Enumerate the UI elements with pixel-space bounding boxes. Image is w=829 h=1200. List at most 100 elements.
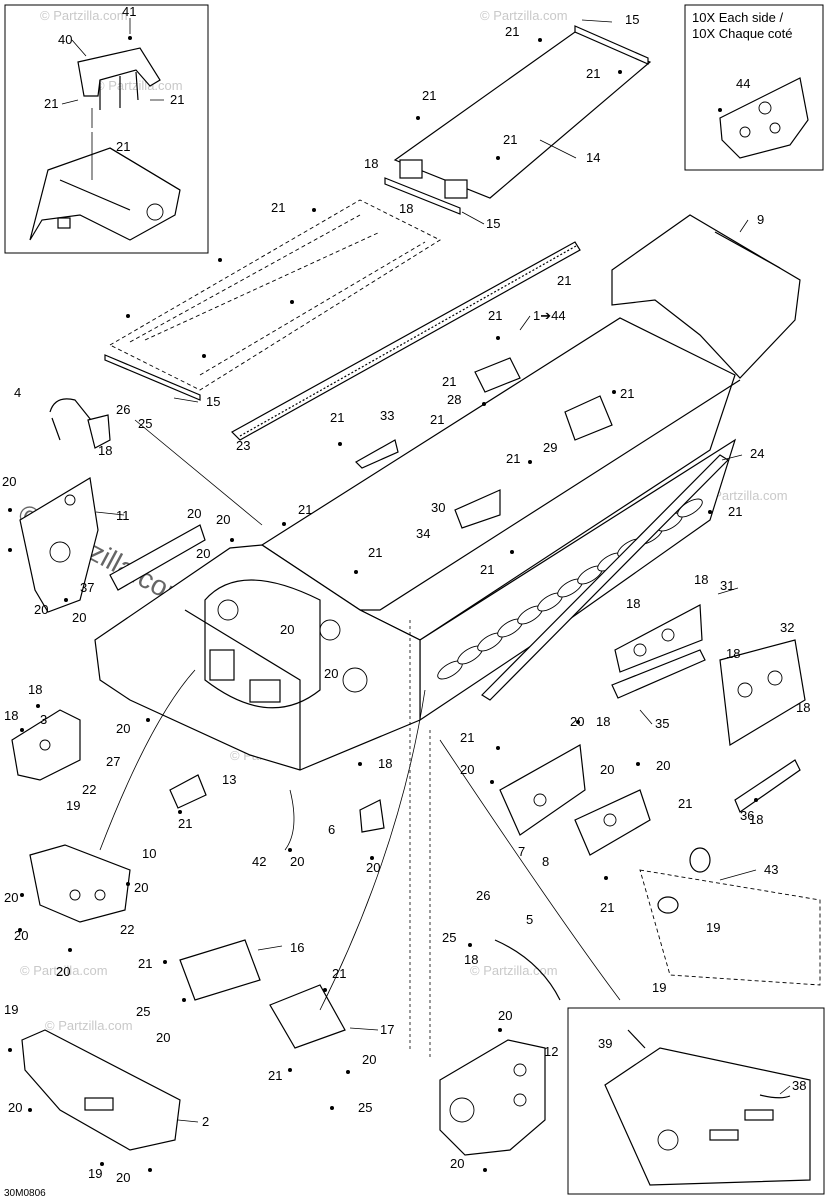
label-21: 21 bbox=[442, 374, 456, 389]
label-18: 18 bbox=[98, 443, 112, 458]
callout-note-line-1: 10X Each side / bbox=[692, 10, 783, 25]
label-20: 20 bbox=[450, 1156, 464, 1171]
label-21: 21 bbox=[620, 386, 634, 401]
label-21: 21 bbox=[557, 273, 571, 288]
part-7-bracket bbox=[499, 744, 586, 836]
part-24-rail bbox=[481, 454, 729, 701]
label-7: 7 bbox=[518, 844, 525, 859]
label-20: 20 bbox=[156, 1030, 170, 1045]
label-25: 25 bbox=[358, 1100, 372, 1115]
label-23: 23 bbox=[236, 438, 250, 453]
label-12: 12 bbox=[544, 1044, 558, 1059]
label-38: 38 bbox=[792, 1078, 806, 1093]
part-39-screw bbox=[627, 1029, 646, 1049]
label-20: 20 bbox=[498, 1008, 512, 1023]
part-15-strip-bottom bbox=[104, 354, 201, 401]
label-21: 21 bbox=[506, 451, 520, 466]
part-2-plate bbox=[21, 1029, 181, 1151]
label-43: 43 bbox=[764, 862, 778, 877]
part-36-channel bbox=[734, 759, 801, 813]
label-21: 21 bbox=[503, 132, 517, 147]
part-44-plate bbox=[719, 77, 809, 159]
label-20: 20 bbox=[134, 880, 148, 895]
label-18: 18 bbox=[694, 572, 708, 587]
leader-lines bbox=[61, 18, 791, 1123]
label-21: 21 bbox=[271, 200, 285, 215]
label-36: 36 bbox=[740, 808, 754, 823]
label-22: 22 bbox=[120, 922, 134, 937]
label-42: 42 bbox=[252, 854, 266, 869]
part-14-seat-base bbox=[393, 31, 652, 199]
label-18: 18 bbox=[464, 952, 478, 967]
label-29: 29 bbox=[543, 440, 557, 455]
part-40-bracket bbox=[77, 47, 161, 110]
part-5-cable bbox=[494, 939, 561, 1001]
label-18: 18 bbox=[399, 201, 413, 216]
label-18: 18 bbox=[796, 700, 810, 715]
part-6-bracket bbox=[359, 799, 385, 833]
part-34-bracket bbox=[454, 489, 501, 529]
curve-lead bbox=[439, 739, 621, 1001]
part-31-bracket bbox=[614, 604, 703, 673]
curve-lead bbox=[99, 669, 196, 851]
label-19: 19 bbox=[4, 1002, 18, 1017]
part-3-mount bbox=[11, 709, 81, 781]
label-28: 28 bbox=[447, 392, 461, 407]
part-12-plate bbox=[439, 1039, 546, 1156]
watermark-text: © Partzilla.com bbox=[20, 963, 108, 978]
label-21: 21 bbox=[678, 796, 692, 811]
curve-lead bbox=[319, 689, 426, 1011]
label-18: 18 bbox=[596, 714, 610, 729]
label-15: 15 bbox=[486, 216, 500, 231]
label-21: 21 bbox=[488, 308, 502, 323]
watermark-text: © Partzilla.com bbox=[40, 8, 128, 23]
label-26: 26 bbox=[116, 402, 130, 417]
part-13-bracket bbox=[169, 774, 207, 809]
label-32: 32 bbox=[780, 620, 794, 635]
label-21: 21 bbox=[430, 412, 444, 427]
label-6: 6 bbox=[328, 822, 335, 837]
label-21: 21 bbox=[480, 562, 494, 577]
inset-tunnel-detail bbox=[604, 1047, 811, 1186]
phantom-seat-frame bbox=[109, 199, 441, 391]
part-10-plate bbox=[29, 844, 131, 923]
label-15: 15 bbox=[206, 394, 220, 409]
part-17-bracket bbox=[269, 984, 346, 1049]
label-37: 37 bbox=[80, 580, 94, 595]
label-33: 33 bbox=[380, 408, 394, 423]
label-20: 20 bbox=[366, 860, 380, 875]
label-3: 3 bbox=[40, 712, 47, 727]
part-43-pan bbox=[639, 847, 821, 986]
label-15: 15 bbox=[625, 12, 639, 27]
part-29-bracket bbox=[564, 395, 613, 441]
watermark-text: © Partzilla.com bbox=[480, 8, 568, 23]
label-31: 31 bbox=[720, 578, 734, 593]
label-26: 26 bbox=[476, 888, 490, 903]
label-25: 25 bbox=[136, 1004, 150, 1019]
label-30: 30 bbox=[431, 500, 445, 515]
label-21: 21 bbox=[178, 816, 192, 831]
label-18: 18 bbox=[726, 646, 740, 661]
label-20: 20 bbox=[362, 1052, 376, 1067]
part-number-labels: 41 40 21 21 21 21 15 21 21 21 14 18 18 2… bbox=[2, 4, 810, 1185]
label-20: 20 bbox=[196, 546, 210, 561]
label-19: 19 bbox=[88, 1166, 102, 1181]
part-38-handle bbox=[759, 1094, 791, 1099]
label-40: 40 bbox=[58, 32, 72, 47]
inset-box-bottom-right bbox=[567, 1007, 825, 1195]
part-8-bracket bbox=[574, 789, 651, 856]
label-20: 20 bbox=[2, 474, 16, 489]
label-19: 19 bbox=[706, 920, 720, 935]
inset-box-top-left bbox=[4, 4, 209, 254]
label-20: 20 bbox=[216, 512, 230, 527]
label-20: 20 bbox=[324, 666, 338, 681]
label-24: 24 bbox=[750, 446, 764, 461]
label-14: 14 bbox=[586, 150, 600, 165]
label-20: 20 bbox=[4, 890, 18, 905]
label-20: 20 bbox=[290, 854, 304, 869]
part-35-channel bbox=[611, 649, 706, 699]
label-20: 20 bbox=[14, 928, 28, 943]
label-9: 9 bbox=[757, 212, 764, 227]
curve-lead bbox=[284, 789, 295, 851]
